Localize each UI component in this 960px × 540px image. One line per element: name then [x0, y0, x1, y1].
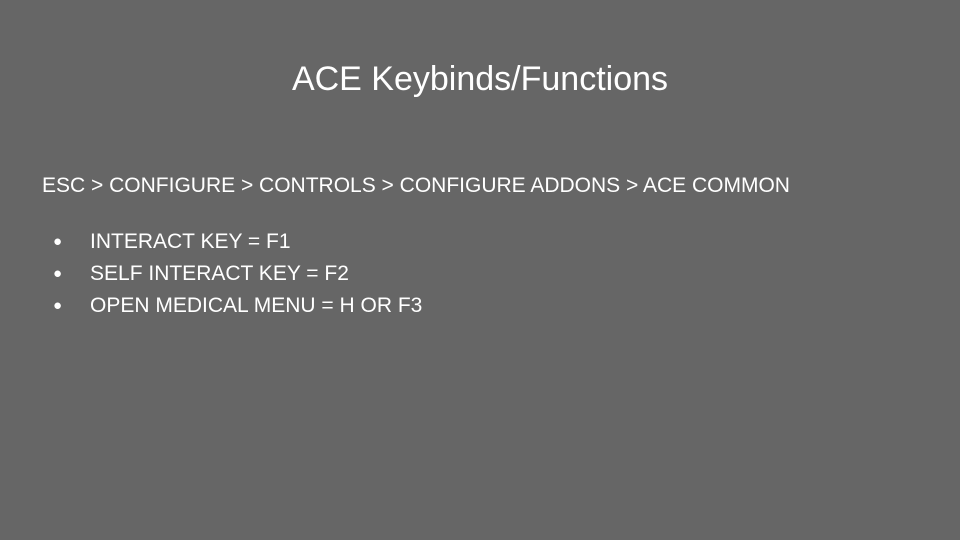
- bullet-icon: ●: [53, 233, 63, 250]
- list-item-text: SELF INTERACT KEY = F2: [90, 262, 349, 285]
- bullet-icon: ●: [53, 297, 63, 314]
- slide-title: ACE Keybinds/Functions: [291, 60, 669, 98]
- list-item-text: INTERACT KEY = F1: [90, 230, 291, 253]
- menu-path-text: ESC > CONFIGURE > CONTROLS > CONFIGURE A…: [42, 174, 790, 197]
- bullet-icon: ●: [53, 265, 63, 282]
- list-item-text: OPEN MEDICAL MENU = H OR F3: [90, 294, 423, 317]
